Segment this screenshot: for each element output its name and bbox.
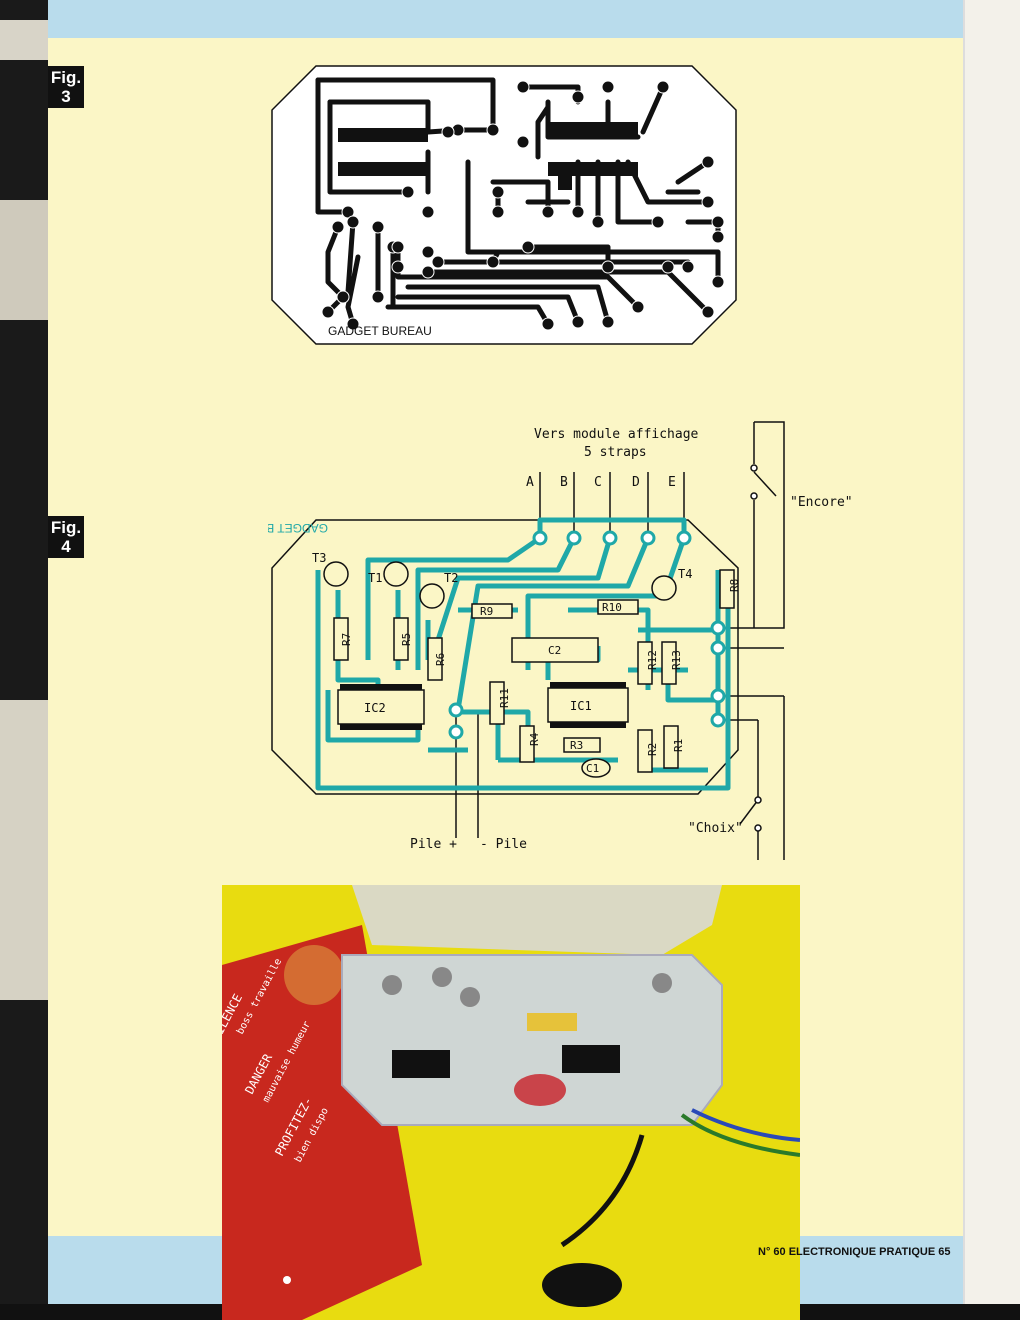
fig3-label-word: Fig. <box>50 68 82 87</box>
r5-label: R5 <box>400 633 413 646</box>
switch-encore-label: "Encore" <box>790 495 853 510</box>
binding-edge <box>0 0 48 1320</box>
fig3-pcb-layout: GADGET BUREAU <box>271 65 737 345</box>
c1-label: C1 <box>586 762 599 775</box>
r12-label: R12 <box>646 650 659 670</box>
fig4-label: Fig. 4 <box>48 516 84 558</box>
r9-label: R9 <box>480 605 493 618</box>
t3-label: T3 <box>312 551 326 565</box>
r8-label: R8 <box>728 579 741 592</box>
r1-label: R1 <box>672 739 685 752</box>
r13-label: R13 <box>670 650 683 670</box>
page-edge <box>963 0 1020 1320</box>
t2-label: T2 <box>444 571 458 585</box>
page-footer: N° 60 ELECTRONIQUE PRATIQUE 65 <box>758 1246 951 1258</box>
fig4-component-layout: Vers module affichage 5 straps A B C D E <box>268 421 853 860</box>
r11-label: R11 <box>498 688 511 708</box>
strap-label-a: A <box>526 475 534 490</box>
fig4-label-number: 4 <box>61 537 71 556</box>
t1-label: T1 <box>368 571 382 585</box>
fig4-title-line1: Vers module affichage <box>534 427 699 442</box>
fig4-board-caption-mirrored: GADGET BUREAU <box>268 521 328 535</box>
r4-label: R4 <box>528 732 541 746</box>
pile-minus-label: - Pile <box>480 837 527 852</box>
strap-label-d: D <box>632 475 640 490</box>
strap-label-b: B <box>560 475 568 490</box>
fig3-label-number: 3 <box>61 87 71 106</box>
strap-label-c: C <box>594 475 602 490</box>
r2-label: R2 <box>646 743 659 756</box>
fig3-board-caption: GADGET BUREAU <box>328 324 432 338</box>
fig3-label: Fig. 3 <box>48 66 84 108</box>
switch-choix-label: "Choix" <box>688 821 743 836</box>
fig4-label-word: Fig. <box>50 518 82 537</box>
fig4-title-line2: 5 straps <box>584 445 647 460</box>
ic1-label: IC1 <box>570 699 592 713</box>
c2-label: C2 <box>548 644 561 657</box>
ic2-label: IC2 <box>364 701 386 715</box>
r7-label: R7 <box>340 633 353 646</box>
strap-label-e: E <box>668 475 676 490</box>
assembly-photo: ILENCE boss travaille DANGER mauvaise hu… <box>222 885 800 1320</box>
r10-label: R10 <box>602 601 622 614</box>
assembly-photo-drawing: ILENCE boss travaille DANGER mauvaise hu… <box>222 885 800 1320</box>
r6-label: R6 <box>434 653 447 666</box>
r3-label: R3 <box>570 739 583 752</box>
t4-label: T4 <box>678 567 692 581</box>
pile-plus-label: Pile + <box>410 837 457 852</box>
